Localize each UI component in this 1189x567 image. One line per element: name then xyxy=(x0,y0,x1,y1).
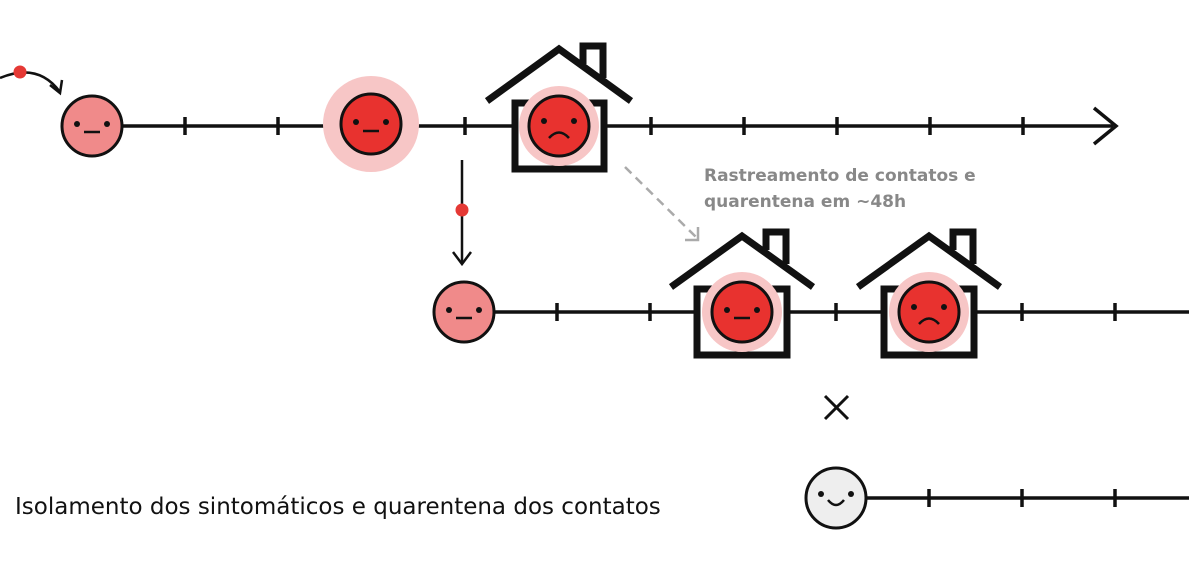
timeline-3 xyxy=(836,489,1189,507)
neutral-face-icon xyxy=(60,94,124,158)
virus-dot-icon xyxy=(13,65,27,79)
neutral-face-icon xyxy=(323,76,419,172)
tracing-arrow xyxy=(624,166,700,242)
annotation-line-1: Rastreamento de contatos e xyxy=(704,166,976,186)
sad-face-icon xyxy=(519,86,599,166)
neutral-face-icon xyxy=(702,272,782,352)
annotation-line-2: quarentena em ~48h xyxy=(704,192,906,212)
happy-face-icon xyxy=(804,466,868,530)
timeline-2 xyxy=(464,303,1189,321)
sad-face-icon xyxy=(889,272,969,352)
virus-dot-icon xyxy=(455,203,469,217)
cross-icon xyxy=(823,394,850,421)
transmission-arrow-down xyxy=(452,160,472,267)
infection-arrow-in xyxy=(0,65,64,96)
diagram-caption: Isolamento dos sintomáticos e quarentena… xyxy=(15,494,661,520)
neutral-face-icon xyxy=(432,280,496,344)
